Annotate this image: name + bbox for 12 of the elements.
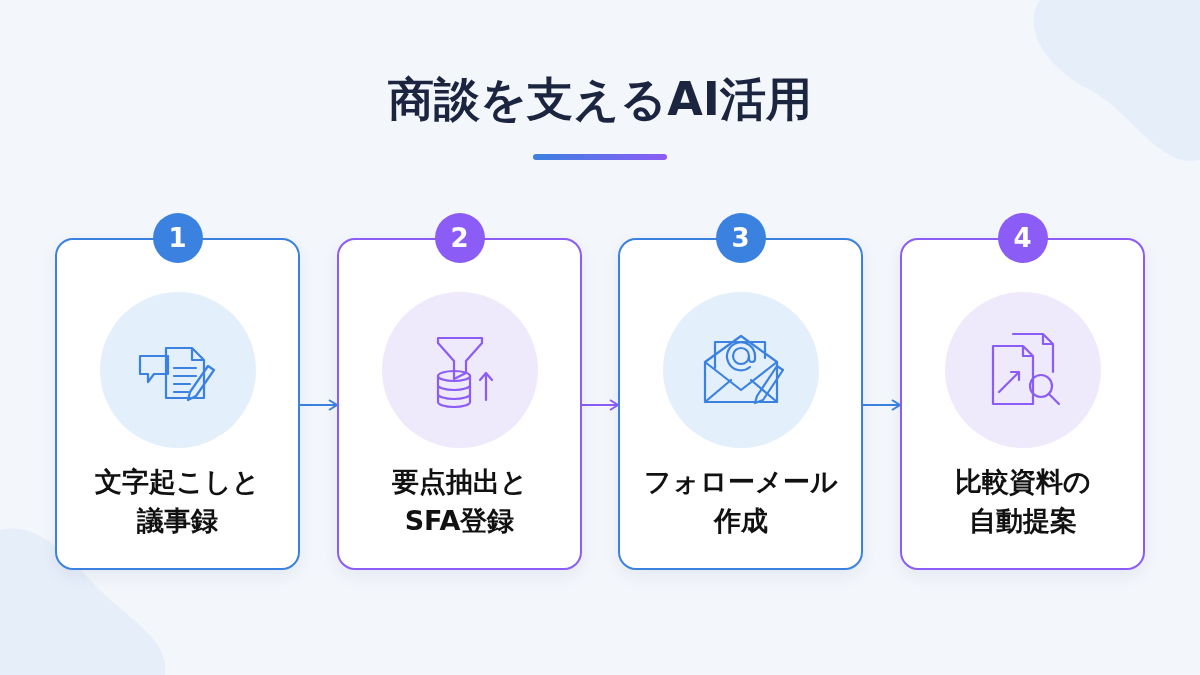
title: 商談を支えるAI活用	[387, 72, 813, 128]
step-title: 比較資料の自動提案	[953, 465, 1092, 539]
arrow	[581, 399, 619, 411]
step-title: 要点抽出とSFA登録	[390, 465, 529, 539]
step-number-badge: 1	[152, 213, 203, 263]
arrow	[862, 399, 901, 411]
step-title: フォローメール作成	[642, 465, 839, 539]
arrow	[299, 399, 338, 411]
step-number-badge: 2	[434, 213, 485, 263]
step-number-badge: 3	[715, 213, 766, 263]
step-number-badge: 4	[997, 213, 1048, 263]
step-title: 文字起こしと議事録	[94, 465, 261, 539]
